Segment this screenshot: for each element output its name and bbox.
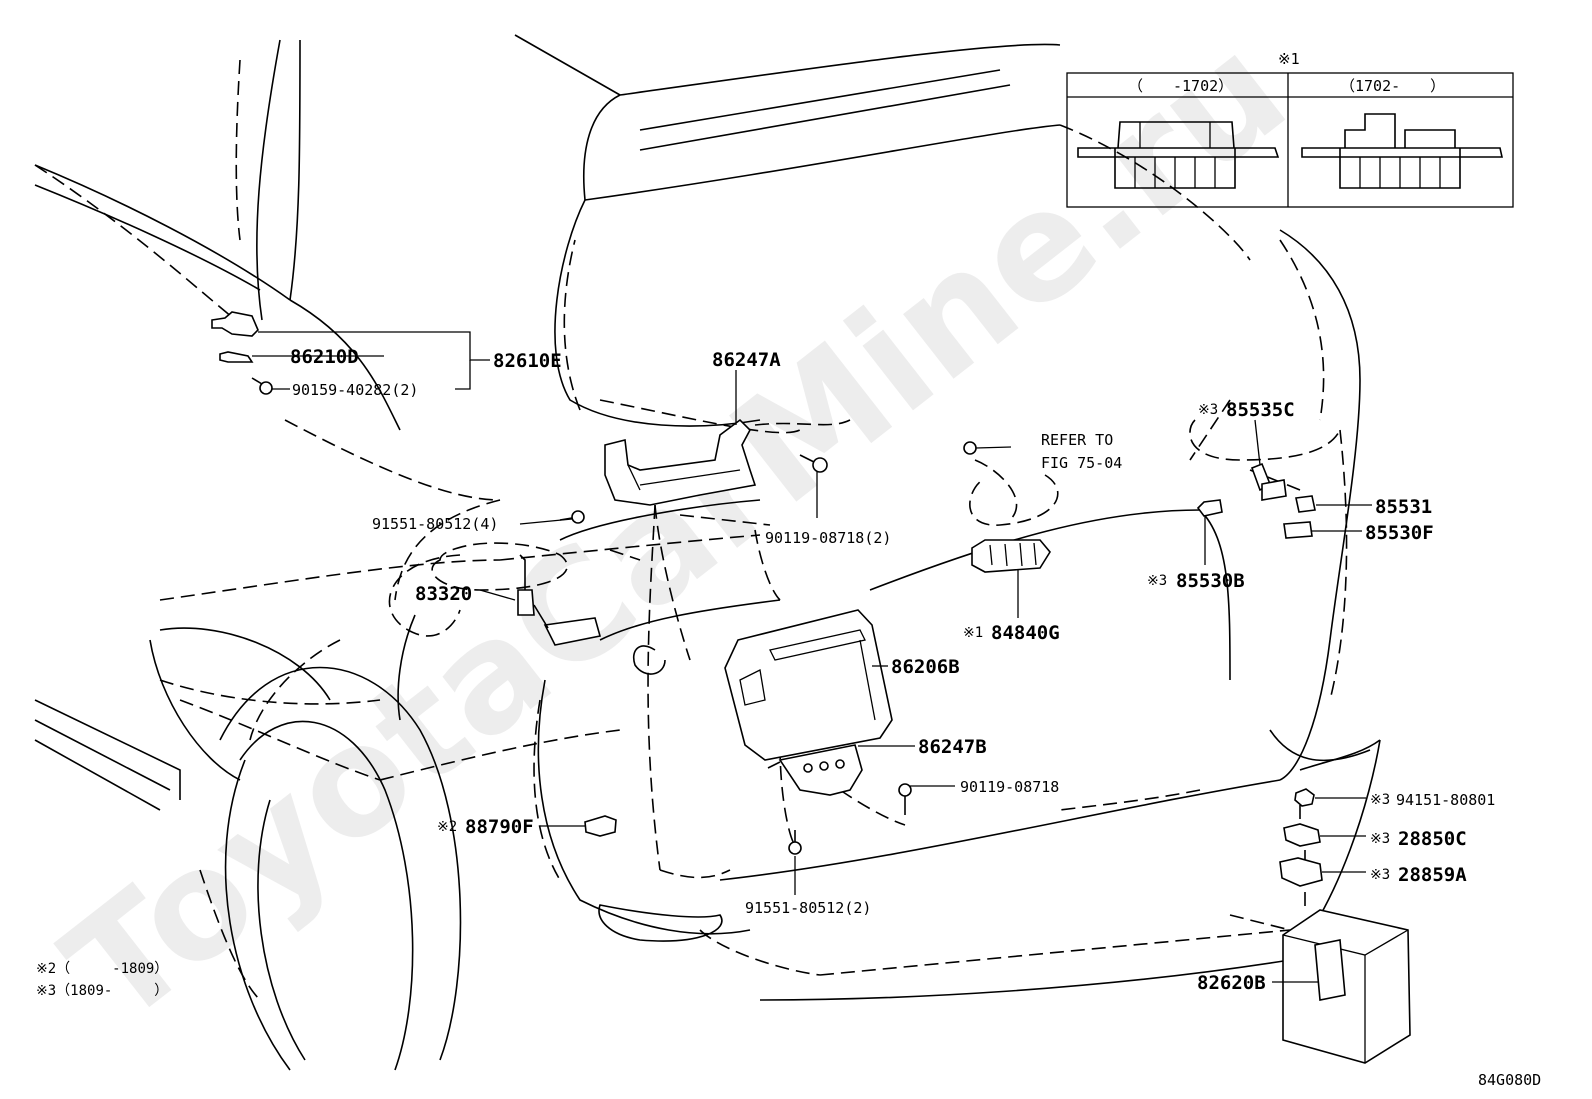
label-84840G: 84840G — [991, 622, 1060, 644]
vehicle-outline — [34, 34, 1381, 1071]
comp-83320-sensor — [517, 554, 602, 646]
comp-85531 — [1295, 495, 1316, 513]
label-88790F: 88790F — [465, 816, 534, 838]
label-85530B: 85530B — [1176, 570, 1245, 592]
comp-94151-nut — [1294, 788, 1315, 807]
label-85531: 85531 — [1375, 496, 1432, 518]
inset-col-right: （1702- ） — [1340, 77, 1445, 95]
label-90159-40282: 90159-40282(2) — [292, 381, 418, 399]
label-85535C: 85535C — [1226, 399, 1295, 421]
label-28859A: 28859A — [1398, 864, 1467, 886]
label-85530F: 85530F — [1365, 522, 1434, 544]
marker-84840G: ※1 — [963, 625, 983, 641]
comp-86210D — [211, 311, 273, 395]
comp-85530F — [1283, 521, 1313, 539]
footnotes: ※2（ -1809） ※3（1809- ） 84G080D — [36, 961, 1541, 1089]
comp-86247B-bracket — [767, 744, 863, 796]
label-82610E: 82610E — [493, 350, 562, 372]
label-fig-75-04: FIG 75-04 — [1041, 454, 1122, 472]
label-86247B: 86247B — [918, 736, 987, 758]
marker-94151: ※3 — [1370, 792, 1390, 808]
footnote-3: ※3（1809- ） — [36, 983, 168, 999]
comp-82620B-battery — [1282, 909, 1411, 1064]
comp-28859A — [1279, 857, 1323, 887]
comp-86206B-ecu — [724, 609, 893, 761]
label-28850C: 28850C — [1398, 828, 1467, 850]
marker-88790F: ※2 — [437, 819, 457, 835]
part-labels: 86210D 82610E 90159-40282(2) 86247A REFE… — [290, 346, 1495, 994]
label-86210D: 86210D — [290, 346, 359, 368]
label-91551-80512-4: 91551-80512(4) — [372, 515, 498, 533]
inset-col-left: （ -1702） — [1128, 77, 1233, 95]
comp-28850C — [1283, 823, 1321, 847]
comp-90119-bolt — [898, 783, 912, 815]
inset-marker: ※1 — [1278, 50, 1300, 68]
comp-88790F-sensor — [584, 815, 617, 837]
label-86247A: 86247A — [712, 349, 781, 371]
footnote-2: ※2（ -1809） — [36, 961, 168, 977]
label-refer-to: REFER TO — [1041, 431, 1113, 449]
marker-28850C: ※3 — [1370, 831, 1390, 847]
leader-lines — [252, 331, 1372, 983]
label-90119-08718: 90119-08718 — [960, 778, 1059, 796]
diagram-code: 84G080D — [1478, 1071, 1541, 1089]
comp-91551-bolt-lower — [788, 830, 802, 855]
label-82620B: 82620B — [1197, 972, 1266, 994]
marker-28859A: ※3 — [1370, 867, 1390, 883]
marker-85535C: ※3 — [1198, 402, 1218, 418]
label-86206B: 86206B — [891, 656, 960, 678]
comp-86247A-bracket — [604, 418, 828, 506]
label-90119-08718-2: 90119-08718(2) — [765, 529, 891, 547]
comp-85535C — [1250, 462, 1287, 501]
comp-84840G-switch — [963, 441, 1051, 573]
label-94151-80801: 94151-80801 — [1396, 791, 1495, 809]
comp-85530B — [1196, 499, 1223, 517]
marker-85530B: ※3 — [1147, 573, 1167, 589]
inset-box: ※1 （ -1702） （1702- ） — [1066, 50, 1514, 208]
label-91551-80512-2: 91551-80512(2) — [745, 899, 871, 917]
label-83320: 83320 — [415, 583, 472, 605]
